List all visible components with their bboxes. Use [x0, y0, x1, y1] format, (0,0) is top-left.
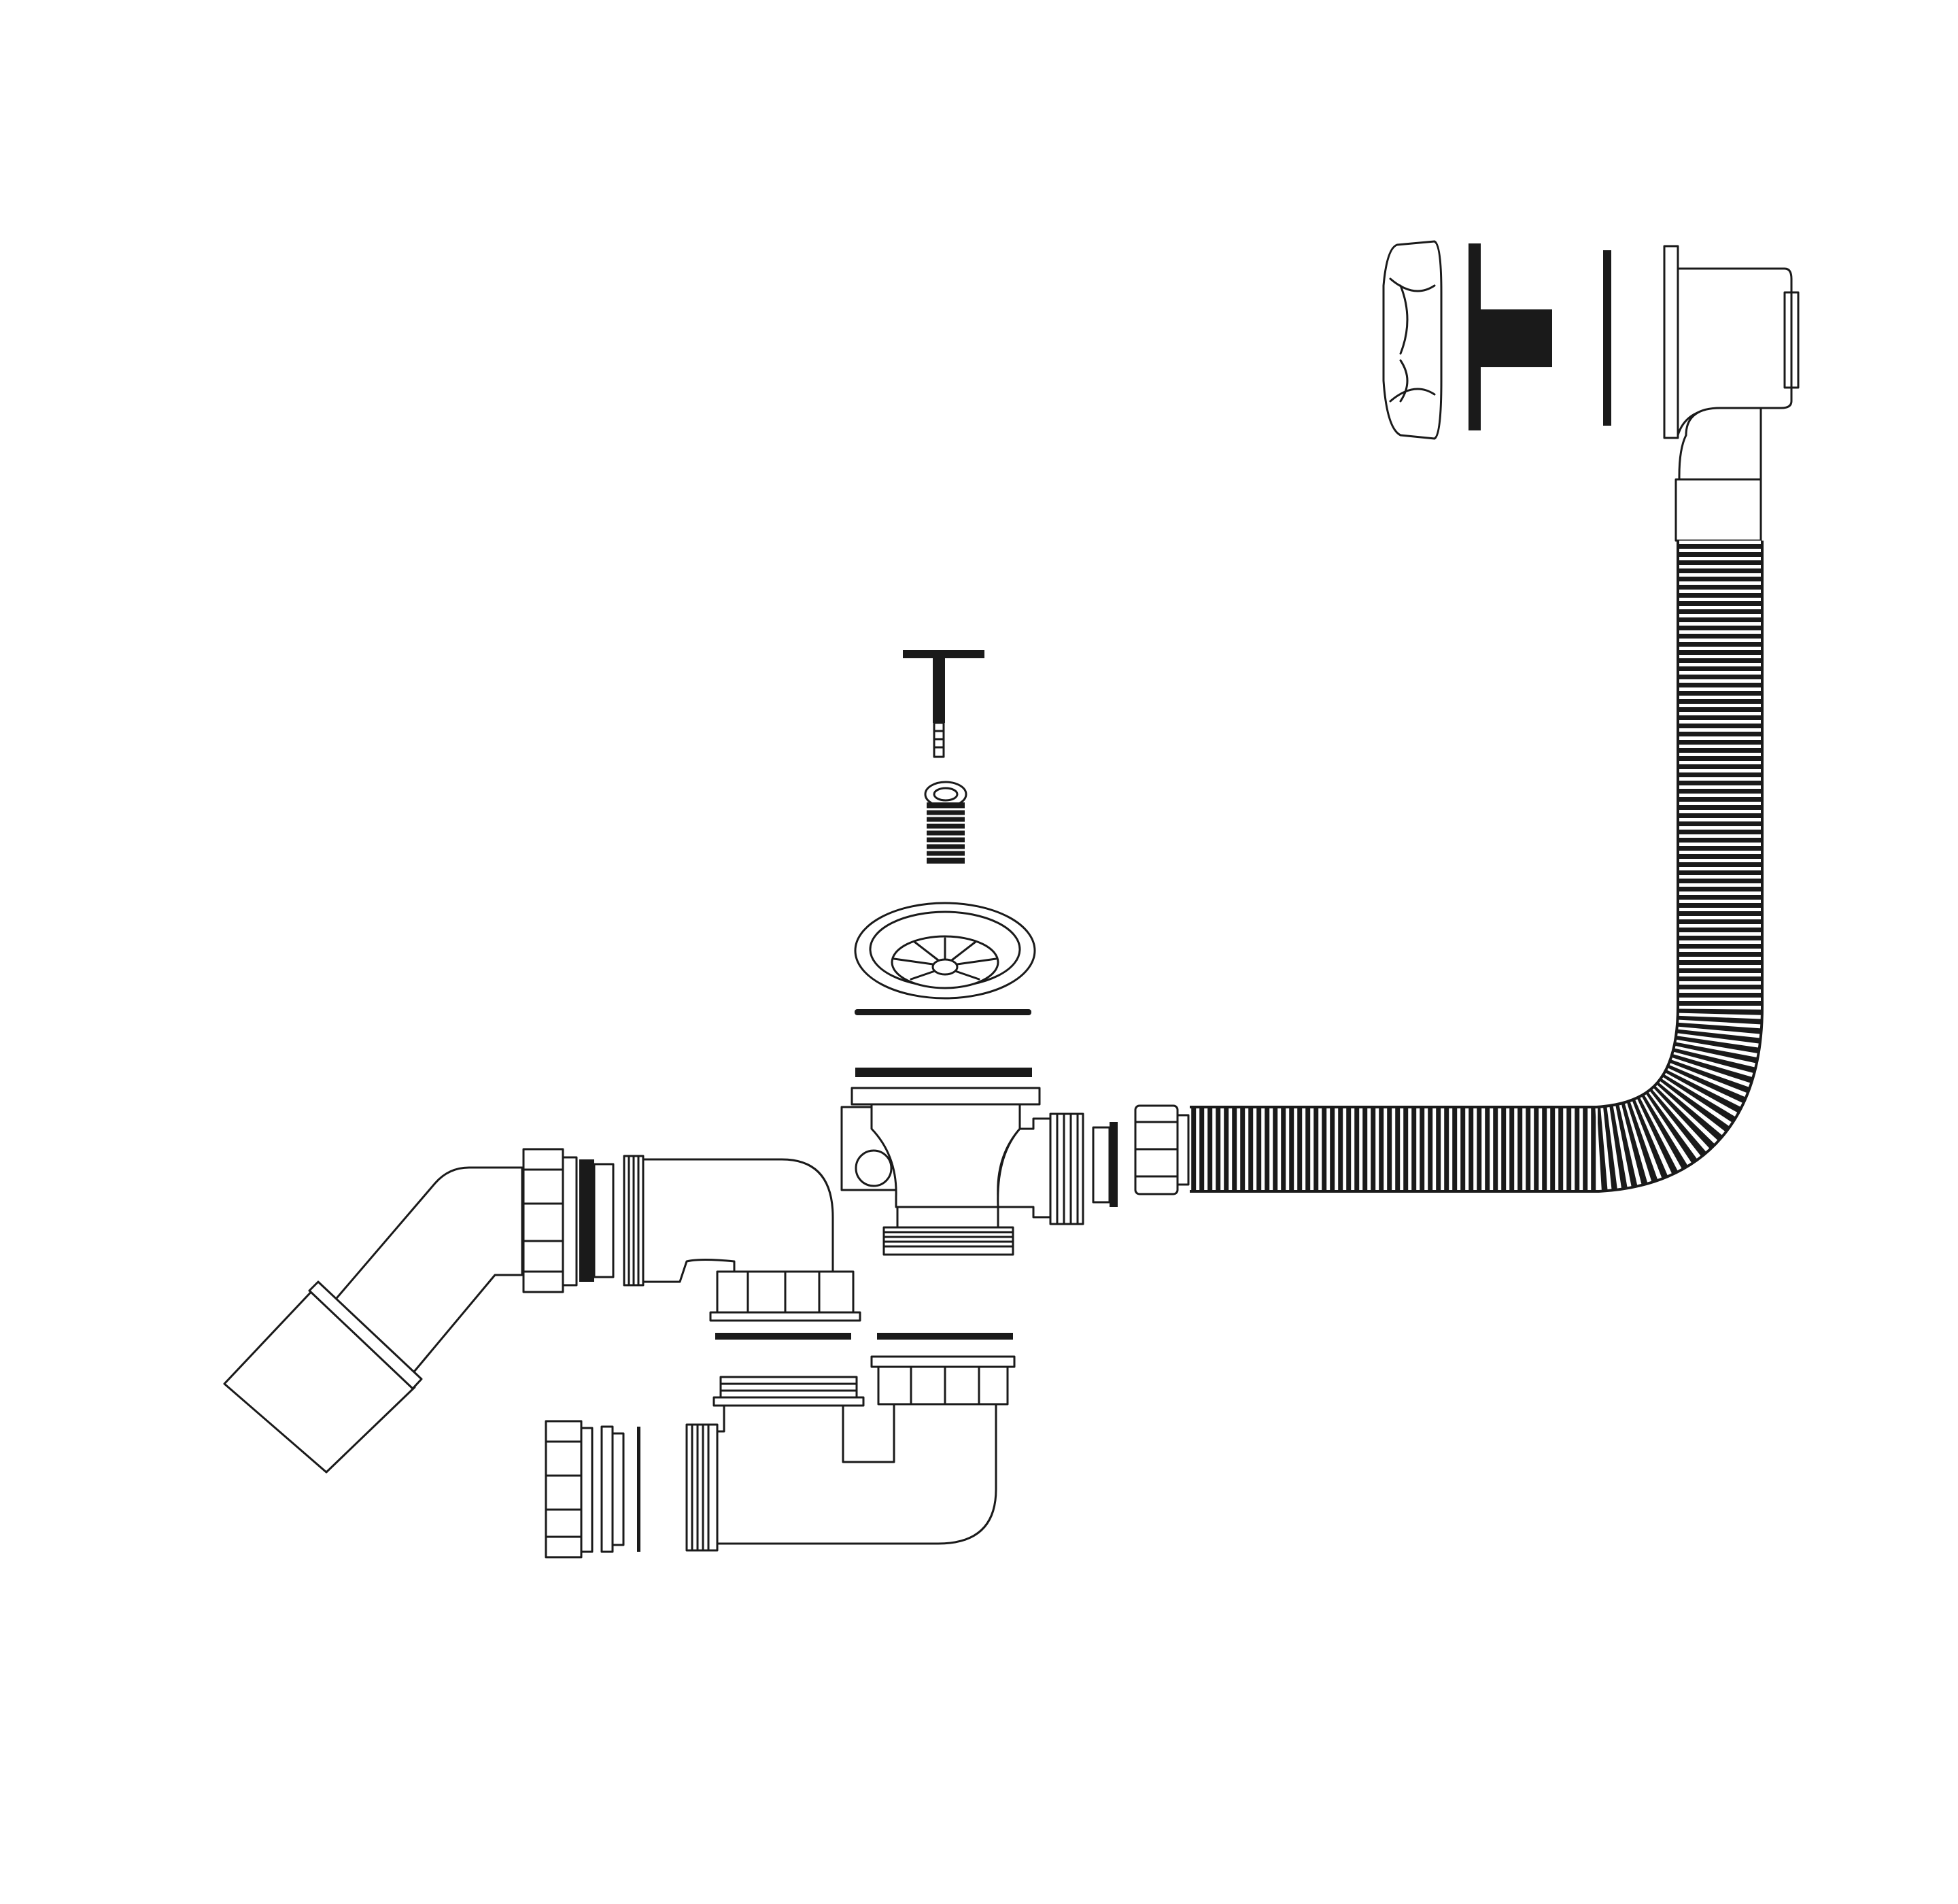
waste-outlet-body	[840, 1087, 1041, 1256]
side-outlet-thread	[997, 1112, 1084, 1225]
trap-washer	[715, 1333, 851, 1340]
angled-outlet-pipe	[223, 1166, 523, 1474]
overflow-gasket	[1468, 243, 1552, 430]
stem-spring	[924, 781, 967, 864]
overflow-cap	[1382, 240, 1443, 440]
strainer-plug	[854, 902, 1036, 1000]
lower-trap-pipe	[685, 1403, 997, 1552]
bottle-trap-washer	[877, 1333, 1013, 1340]
lower-washers	[600, 1425, 640, 1553]
overflow-elbow-tube	[1674, 407, 1762, 542]
waste-gasket-thick	[855, 1068, 1032, 1077]
plug-stem	[903, 650, 984, 758]
overflow-body	[1663, 245, 1800, 439]
overflow-washer	[1603, 250, 1611, 426]
bottle-trap-base-nut	[870, 1355, 1016, 1406]
angled-outlet-nut	[522, 1148, 615, 1293]
bottle-trap-inlet	[712, 1376, 865, 1407]
hose-connector-washer	[1092, 1122, 1118, 1207]
flexible-corrugated-hose	[1190, 541, 1764, 1193]
trap-nut	[709, 1270, 861, 1322]
hose-nut	[1134, 1104, 1190, 1195]
lower-nut	[545, 1420, 594, 1559]
trap-body	[623, 1155, 834, 1287]
waste-gasket-thin	[855, 1009, 1031, 1015]
